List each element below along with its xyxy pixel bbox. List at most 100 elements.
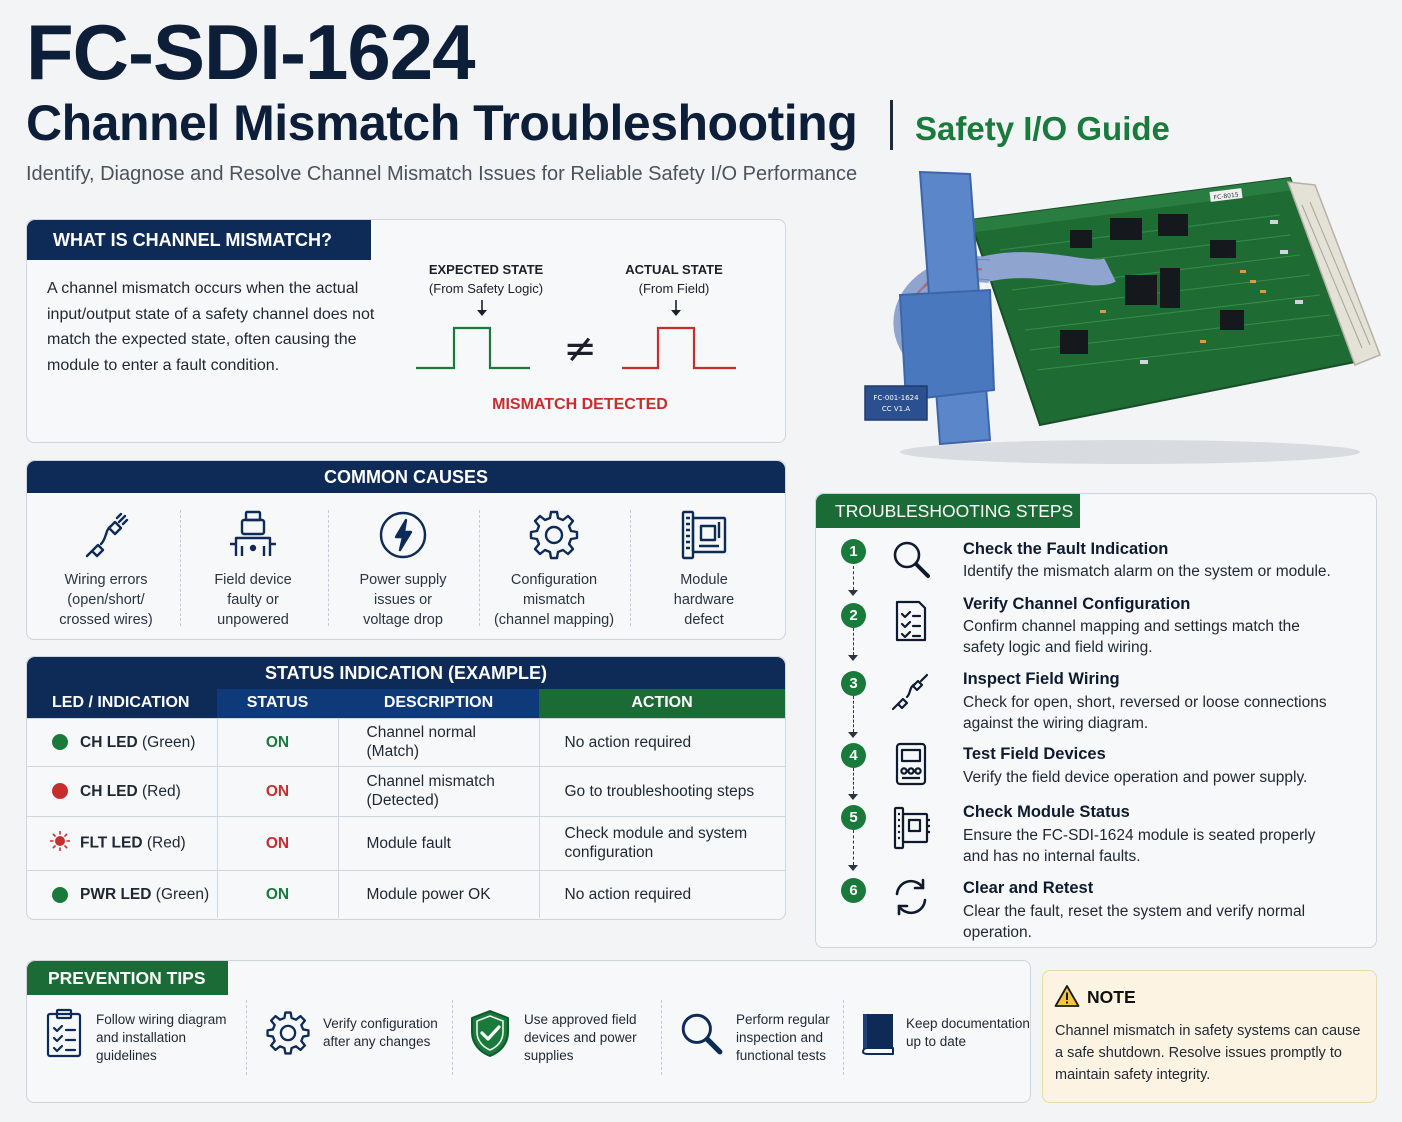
cause-line: Module [680, 572, 728, 588]
prevention-heading: PREVENTION TIPS [27, 961, 228, 995]
step-arrow-icon [848, 732, 858, 738]
step-number: 6 [841, 878, 866, 903]
table-header-row: LED / INDICATION STATUS DESCRIPTION ACTI… [27, 689, 785, 718]
tip-line: inspection and [736, 1030, 824, 1045]
cause-line: faulty or [227, 592, 279, 608]
module-label-line1: FC-001-1624 [873, 394, 919, 402]
step-title: Check Module Status [963, 803, 1130, 821]
step-arrow-icon [848, 794, 858, 800]
led-color: (Red) [142, 782, 181, 800]
note-line: maintain safety integrity. [1055, 1067, 1211, 1083]
expected-arrow [477, 300, 487, 316]
magnifier-icon [677, 1007, 725, 1059]
tagline: Identify, Diagnose and Resolve Channel M… [26, 163, 858, 185]
step-text-line: Clear the fault, reset the system and ve… [963, 903, 1306, 920]
module-sticker-text: FC-8015 [1213, 191, 1239, 201]
description-line: (Detected) [366, 792, 439, 809]
field-device-icon [178, 505, 328, 565]
step-arrow-icon [848, 590, 858, 596]
cause-field-device: Field device faulty or unpowered [178, 505, 328, 630]
step-arrow-icon [848, 865, 858, 871]
status-indication-heading: STATUS INDICATION (EXAMPLE) [27, 657, 785, 689]
column-header-action: ACTION [539, 689, 785, 718]
tip-line: supplies [524, 1048, 574, 1063]
cause-line: mismatch [522, 592, 586, 608]
title-divider [890, 100, 893, 150]
gear-icon [264, 1007, 312, 1059]
description-cell: Channel mismatch (Detected) [338, 765, 540, 816]
cause-divider [479, 510, 480, 626]
status-table: LED / INDICATION STATUS DESCRIPTION ACTI… [27, 689, 785, 918]
step-text: Verify the field device operation and po… [963, 769, 1308, 786]
common-causes-heading: COMMON CAUSES [27, 461, 785, 493]
step-text: Identify the mismatch alarm on the syste… [963, 563, 1331, 580]
tip-line: Follow wiring diagram [96, 1012, 227, 1027]
led-name: FLT LED [80, 834, 143, 852]
description-cell: Module power OK [338, 869, 540, 918]
step-text-line: and has no internal faults. [963, 848, 1141, 865]
tip-divider [661, 1000, 662, 1075]
cause-line: (channel mapping) [493, 612, 615, 628]
step-number: 1 [841, 539, 866, 564]
cause-line: hardware [673, 592, 735, 608]
note-line: Channel mismatch in safety systems can c… [1055, 1023, 1361, 1039]
step-number: 3 [841, 671, 866, 696]
note-panel [1042, 970, 1377, 1103]
description-line: (Match) [366, 743, 420, 760]
cause-line: voltage drop [363, 612, 443, 628]
step-text-line: operation. [963, 924, 1032, 941]
led-name: CH LED [80, 782, 138, 800]
warning-icon [1054, 984, 1080, 1013]
tip-text: Use approved field devices and power sup… [524, 1011, 637, 1065]
field-device-icon [888, 741, 934, 787]
step-title: Clear and Retest [963, 879, 1094, 897]
guide-label: Safety I/O Guide [915, 110, 1170, 147]
tip-line: after any changes [323, 1034, 431, 1049]
mismatch-detected-label: MISMATCH DETECTED [492, 396, 668, 413]
model-title: FC-SDI-1624 [26, 8, 475, 96]
module-label-line2: CC V1.A [882, 405, 910, 413]
step-connector [853, 566, 854, 590]
note-title: NOTE [1087, 987, 1136, 1007]
tip-line: up to date [906, 1034, 967, 1049]
tip-text: Follow wiring diagram and installation g… [96, 1011, 227, 1065]
led-dot-icon [52, 783, 68, 800]
table-row: CH LED (Green) ON Channel normal (Match)… [27, 717, 785, 766]
status-cell: ON [217, 815, 339, 870]
cause-wiring: Wiring errors (open/short/ crossed wires… [31, 505, 181, 630]
step-text: Confirm channel mapping and settings mat… [963, 616, 1358, 658]
status-cell: ON [217, 869, 339, 918]
table-row: PWR LED (Green) ON Module power OK No ac… [27, 869, 785, 918]
table-row: CH LED (Red) ON Channel mismatch (Detect… [27, 765, 785, 816]
cause-divider [180, 510, 181, 626]
step-text: Check for open, short, reversed or loose… [963, 692, 1358, 734]
cause-line: crossed wires) [59, 612, 153, 628]
cause-divider [328, 510, 329, 626]
module-icon [629, 505, 779, 565]
state-waveforms: ≠ [416, 300, 736, 372]
step-number: 4 [841, 743, 866, 768]
step-connector [853, 768, 854, 794]
actual-state-title: ACTUAL STATE [625, 262, 723, 277]
step-text-line: safety logic and field wiring. [963, 639, 1153, 656]
led-color: (Green) [155, 885, 210, 903]
cause-line: Power supply [359, 572, 447, 588]
led-dot-icon [52, 734, 68, 751]
refresh-icon [888, 874, 934, 920]
description-line: Channel normal [366, 724, 476, 741]
magnifier-icon [888, 536, 934, 582]
step-text: Clear the fault, reset the system and ve… [963, 901, 1358, 943]
expected-state-subtitle: (From Safety Logic) [428, 281, 544, 296]
cause-line: Field device [214, 572, 292, 588]
step-title: Test Field Devices [963, 745, 1106, 763]
description-cell: Module fault [338, 815, 540, 870]
clipboard-icon [40, 1007, 88, 1059]
step-connector [853, 830, 854, 865]
wire-icon [31, 505, 181, 565]
column-header-status: STATUS [217, 689, 338, 718]
led-cell: CH LED (Red) [27, 765, 218, 816]
tip-line: Perform regular [736, 1012, 830, 1027]
what-is-body: A channel mismatch occurs when the actua… [47, 280, 375, 374]
tip-line: guidelines [96, 1048, 157, 1063]
step-text-line: against the wiring diagram. [963, 715, 1149, 732]
